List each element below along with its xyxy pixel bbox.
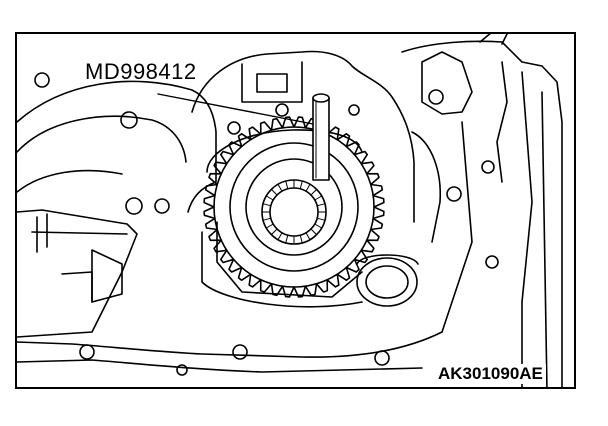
spline-tooth xyxy=(262,217,272,221)
spline-tooth xyxy=(310,188,318,196)
figure-id: AK301090AE xyxy=(435,364,546,384)
spline-tooth xyxy=(277,232,283,241)
bolt-hole xyxy=(120,111,138,129)
bolt-hole xyxy=(481,160,495,174)
spline-tooth xyxy=(314,223,323,229)
spline-tooth xyxy=(316,203,326,207)
bolt-hole xyxy=(79,344,95,360)
transmission-case-drawing xyxy=(17,34,563,387)
spline-tooth xyxy=(265,223,274,229)
bolt-hole xyxy=(232,344,248,360)
spline-tooth xyxy=(285,234,289,244)
spline-tooth xyxy=(299,234,303,244)
left-bracket xyxy=(17,209,138,338)
spline-tooth xyxy=(270,188,278,196)
spline-tooth xyxy=(316,217,326,221)
hub-outer xyxy=(245,158,343,256)
oil-seal-inner xyxy=(365,265,409,299)
spline-tooth xyxy=(299,180,303,190)
spline-tooth xyxy=(285,180,289,190)
oil-seal-outer xyxy=(356,257,418,307)
special-tool-md998412 xyxy=(312,93,330,181)
tool-callout-label: MD998412 xyxy=(85,59,197,84)
spline-tooth xyxy=(270,228,278,236)
spline-tooth xyxy=(310,228,318,236)
right-housing xyxy=(401,40,563,387)
center-housing xyxy=(191,50,415,223)
bolt-hole xyxy=(227,121,241,135)
illustration-frame xyxy=(15,32,576,389)
spline-tooth xyxy=(314,195,323,201)
hub-bore xyxy=(269,187,319,237)
bolt-hole xyxy=(485,255,499,269)
left-housing-inner-arc xyxy=(17,115,187,163)
bolt-hole xyxy=(34,72,50,88)
bottom-flange xyxy=(17,331,443,358)
spline-tooth xyxy=(265,195,274,201)
callout-leader xyxy=(157,93,314,125)
bolt-hole xyxy=(176,364,188,376)
gear-inner-ring xyxy=(229,142,359,272)
spline-tooth xyxy=(277,183,283,192)
bolt-hole xyxy=(428,89,444,105)
bolt-hole xyxy=(446,186,462,202)
spline-tooth xyxy=(305,183,311,192)
spline-tooth xyxy=(305,232,311,241)
gear-outer-ring xyxy=(213,126,375,288)
bolt-hole xyxy=(348,104,360,116)
bolt-hole xyxy=(154,198,170,214)
spline-tooth xyxy=(262,203,272,207)
bolt-hole xyxy=(125,197,143,215)
hub-splines xyxy=(261,179,327,245)
bolt-hole xyxy=(374,350,390,366)
bolt-hole xyxy=(275,103,289,117)
left-housing-outline xyxy=(17,80,217,213)
